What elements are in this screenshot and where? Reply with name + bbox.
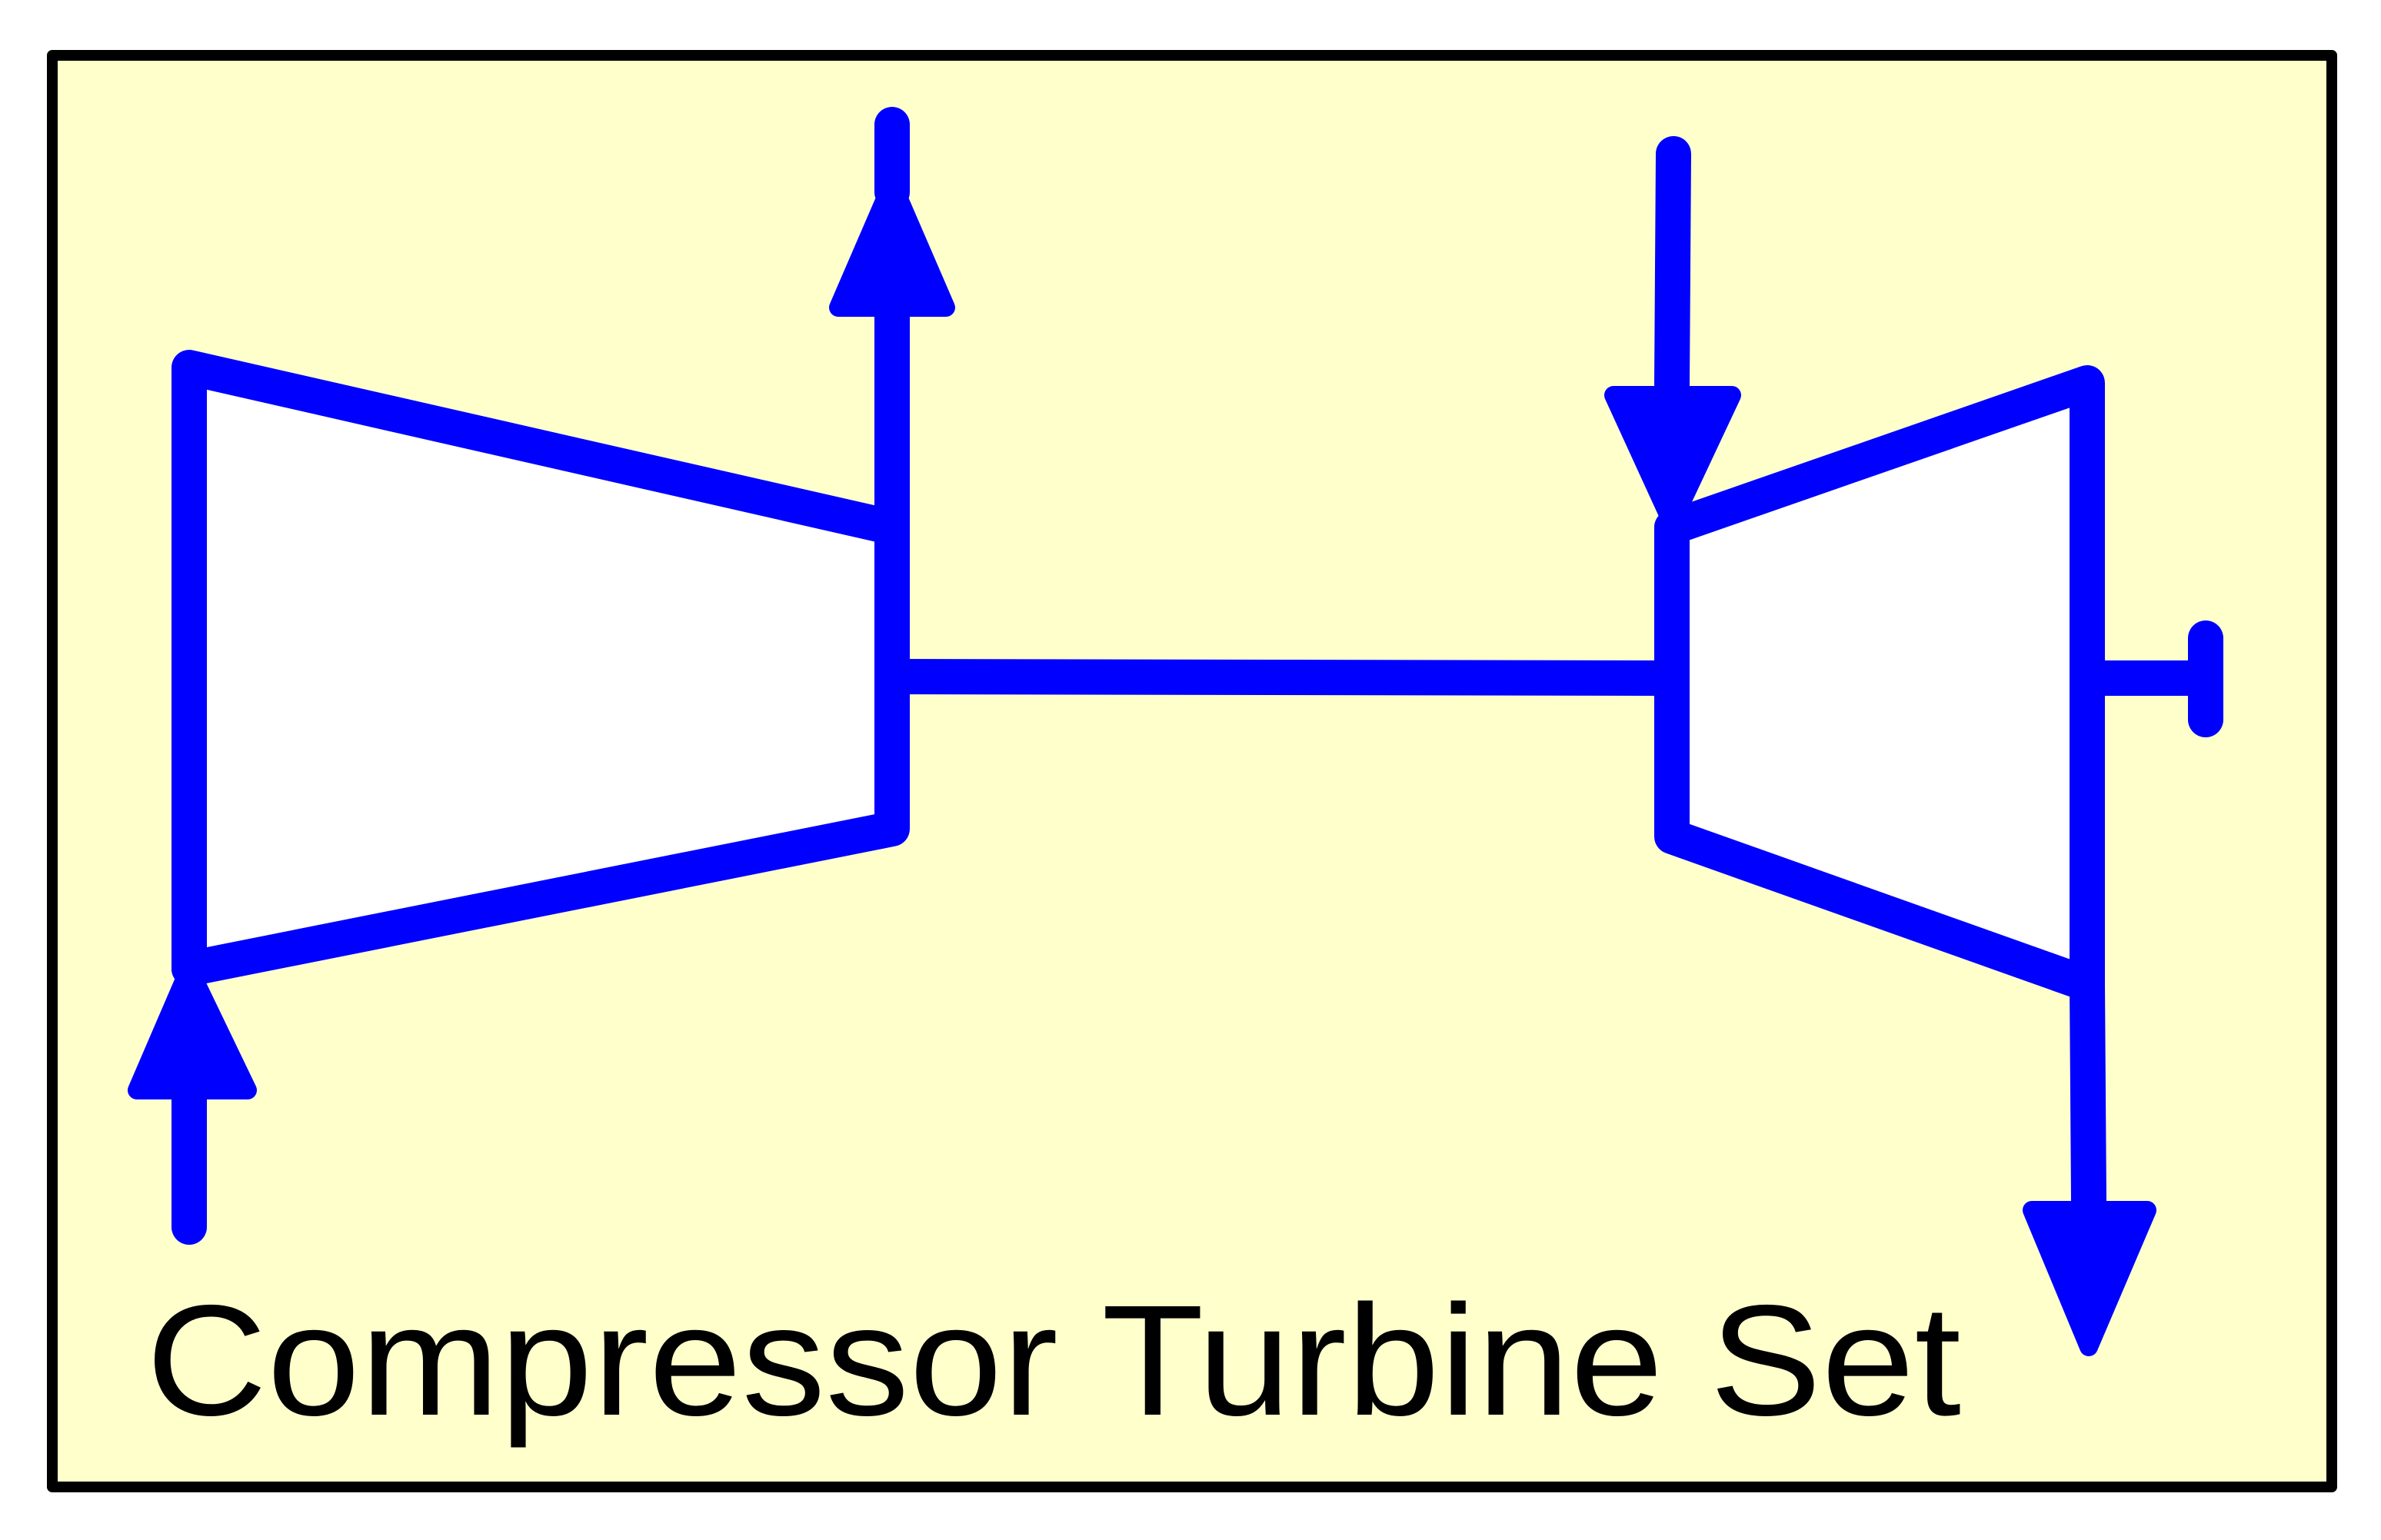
arrow-down-icon	[1604, 386, 1741, 532]
turbine-outline-bottom	[1654, 510, 2105, 1002]
compressor-inlet-arrow	[128, 960, 257, 1245]
arrow-up-icon	[128, 960, 257, 1099]
turbine-outlet-line	[2070, 966, 2106, 1219]
compressor-symbol	[171, 350, 910, 986]
arrow-up-icon	[829, 174, 955, 317]
turbine-body-fill	[1672, 383, 2087, 984]
turbine-outlet-arrow	[2023, 966, 2156, 1356]
compressor-outline-bottom	[171, 510, 910, 986]
turbine-inlet-arrow	[1604, 136, 1741, 532]
arrow-down-icon	[2023, 1201, 2156, 1356]
turbine-inlet-line	[1654, 136, 1691, 402]
turbine-symbol	[1654, 365, 2105, 1002]
turbine-outline-top	[1654, 365, 2105, 1002]
shaft-line	[874, 659, 1690, 696]
compressor-body-fill	[189, 368, 892, 969]
diagram-title: Compressor Turbine Set	[146, 1272, 1961, 1449]
compressor-outline	[171, 350, 910, 986]
shaft-output	[2070, 620, 2223, 737]
compressor-outlet-arrow	[829, 107, 955, 545]
